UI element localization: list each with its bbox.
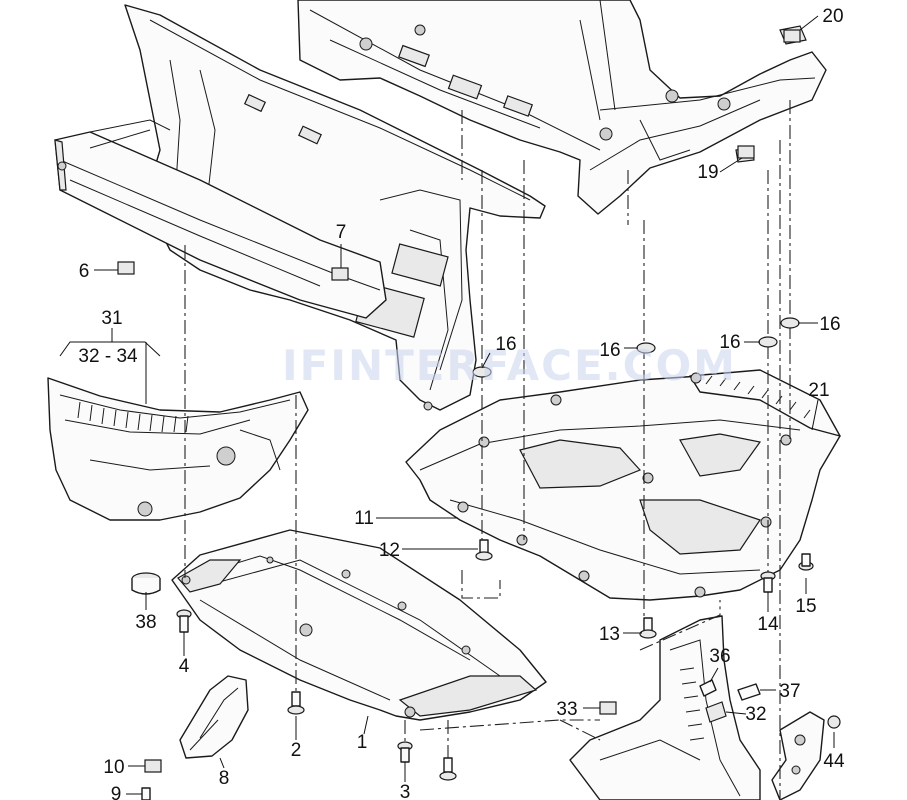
- label-36: 36: [709, 646, 730, 667]
- clip-19: [737, 145, 755, 159]
- label-6: 6: [79, 261, 90, 282]
- bumper-crossmember: [54, 119, 387, 319]
- screw-37: [737, 683, 761, 701]
- label-20: 20: [822, 6, 843, 27]
- clip-33: [599, 701, 617, 715]
- wheel-housing-liner-left: [47, 377, 309, 521]
- label-33: 33: [556, 699, 577, 720]
- label-8: 8: [219, 768, 230, 789]
- clip-20: [783, 29, 801, 43]
- assembly-lines: [184, 100, 791, 800]
- label-16-a: 16: [495, 334, 516, 355]
- clip-10: [144, 759, 162, 773]
- underbody-cover: [405, 369, 841, 601]
- watermark: IFINTERFACE.COM: [282, 341, 737, 390]
- label-10: 10: [103, 757, 124, 778]
- bolt-12: [475, 539, 493, 561]
- label-14: 14: [757, 614, 779, 635]
- fasteners: [117, 29, 841, 800]
- bracket-part-8: [179, 675, 249, 759]
- label-9: 9: [111, 784, 122, 800]
- bolt-13: [639, 617, 657, 639]
- bolt-15: [798, 553, 814, 571]
- noise-insulation-tray: [171, 529, 547, 721]
- label-44: 44: [823, 751, 845, 772]
- front-subframe: [297, 0, 827, 215]
- clip-6: [117, 261, 135, 275]
- bolt-3: [397, 741, 413, 763]
- grommet-38: [131, 572, 161, 595]
- label-7: 7: [336, 222, 347, 243]
- bolt-9: [141, 787, 151, 800]
- washer-16d: [780, 317, 800, 329]
- bolt-14: [760, 571, 776, 593]
- label-15: 15: [795, 596, 816, 617]
- label-19: 19: [697, 162, 718, 183]
- label-13: 13: [599, 624, 620, 645]
- pin-36: [699, 679, 717, 697]
- nut-32: [705, 701, 727, 723]
- label-37: 37: [779, 681, 800, 702]
- label-11: 11: [354, 508, 374, 529]
- label-16-b: 16: [599, 340, 620, 361]
- bolt-2: [287, 691, 305, 715]
- label-32-34: 32 - 34: [78, 346, 138, 367]
- label-16-c: 16: [719, 332, 740, 353]
- label-16-d: 16: [819, 314, 840, 335]
- label-4: 4: [179, 656, 190, 677]
- washer-16c: [758, 336, 778, 348]
- label-32: 32: [745, 704, 766, 725]
- label-3: 3: [400, 782, 411, 800]
- leader-lines: [59, 15, 835, 795]
- bolt-4: [176, 609, 192, 633]
- bolt-lower: [439, 757, 457, 781]
- label-38: 38: [135, 612, 156, 633]
- label-31: 31: [101, 308, 122, 329]
- label-21: 21: [808, 380, 829, 401]
- bracket-part-44: [771, 711, 825, 800]
- callout-labels: 1 2 3 4 6 7 8 9 10 11 12 13 14 15 16 16 …: [78, 6, 845, 800]
- wheel-housing-liner-right: [569, 615, 761, 800]
- clip-7: [331, 267, 349, 281]
- label-1: 1: [357, 732, 368, 753]
- nut-44: [827, 715, 841, 729]
- label-12: 12: [379, 540, 400, 561]
- label-2: 2: [291, 740, 302, 761]
